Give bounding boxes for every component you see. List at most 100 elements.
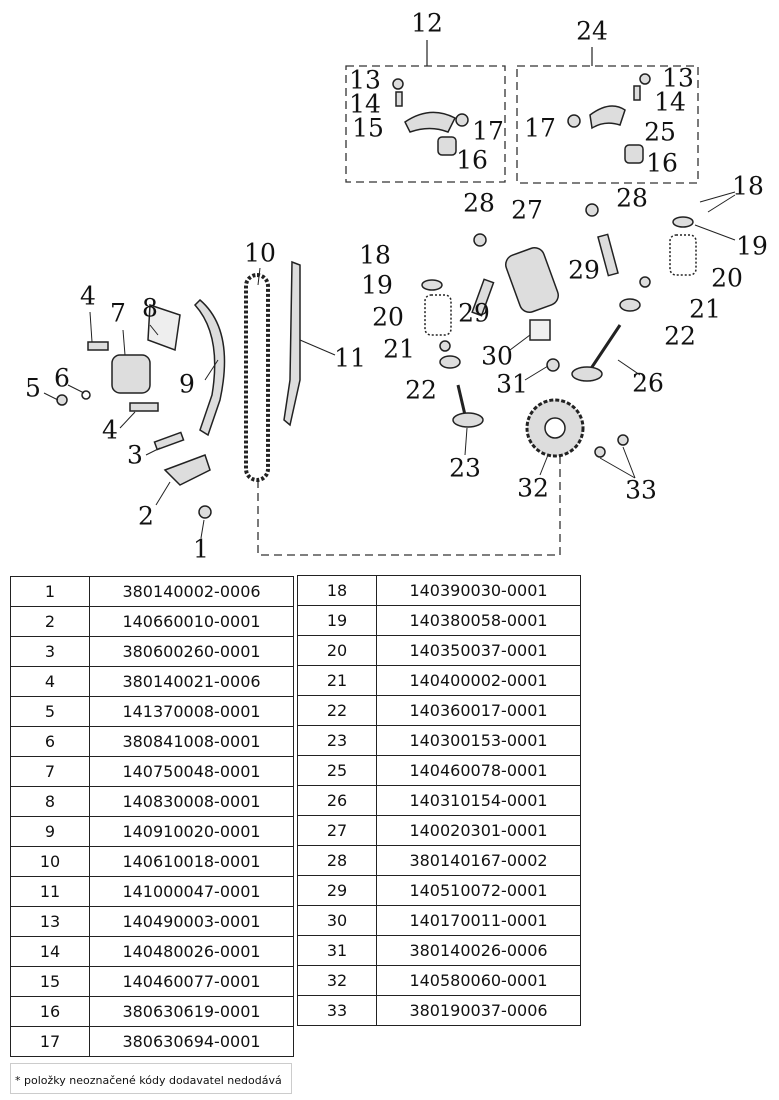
svg-text:29: 29 bbox=[458, 299, 490, 328]
svg-text:32: 32 bbox=[517, 474, 549, 503]
part-number: 30 bbox=[297, 905, 377, 936]
part-code: 140350037-0001 bbox=[376, 635, 581, 666]
part-number: 23 bbox=[297, 725, 377, 756]
camshaft bbox=[505, 247, 559, 313]
svg-text:31: 31 bbox=[496, 370, 528, 399]
part-code: 140910020-0001 bbox=[89, 816, 294, 847]
part-drawings bbox=[56, 73, 697, 519]
svg-text:33: 33 bbox=[625, 476, 657, 505]
part-number: 13 bbox=[10, 906, 90, 937]
part-number: 1 bbox=[10, 576, 90, 607]
svg-text:12: 12 bbox=[411, 9, 443, 38]
dashed-group-lines bbox=[257, 40, 699, 556]
part-number: 5 bbox=[10, 696, 90, 727]
bolt bbox=[129, 402, 159, 412]
svg-text:2: 2 bbox=[138, 502, 154, 531]
svg-text:14: 14 bbox=[349, 90, 381, 119]
part-code: 140460078-0001 bbox=[376, 755, 581, 786]
part-code: 140170011-0001 bbox=[376, 905, 581, 936]
svg-text:22: 22 bbox=[664, 322, 696, 351]
svg-text:10: 10 bbox=[244, 239, 276, 268]
part-code: 380140021-0006 bbox=[89, 666, 294, 697]
bolt bbox=[87, 341, 109, 351]
part-code: 380140167-0002 bbox=[376, 845, 581, 876]
svg-text:16: 16 bbox=[456, 146, 488, 175]
part-number: 21 bbox=[297, 665, 377, 696]
rocker-arm bbox=[589, 105, 626, 130]
part-number: 6 bbox=[10, 726, 90, 757]
svg-text:5: 5 bbox=[25, 374, 41, 403]
part-number: 2 bbox=[10, 606, 90, 637]
part-code: 380140002-0006 bbox=[89, 576, 294, 607]
part-number: 27 bbox=[297, 815, 377, 846]
part-number: 11 bbox=[10, 876, 90, 907]
svg-text:20: 20 bbox=[372, 303, 404, 332]
svg-text:24: 24 bbox=[576, 17, 608, 46]
part-code: 140750048-0001 bbox=[89, 756, 294, 787]
svg-text:21: 21 bbox=[383, 335, 415, 364]
part-number: 17 bbox=[10, 1026, 90, 1057]
svg-text:14: 14 bbox=[654, 88, 686, 117]
svg-text:25: 25 bbox=[644, 118, 676, 147]
part-code: 140490003-0001 bbox=[89, 906, 294, 937]
part-code: 141000047-0001 bbox=[89, 876, 294, 907]
part-number: 32 bbox=[297, 965, 377, 996]
part-code: 380630619-0001 bbox=[89, 996, 294, 1027]
part-number: 28 bbox=[297, 845, 377, 876]
gasket bbox=[147, 303, 181, 352]
part-code: 140460077-0001 bbox=[89, 966, 294, 997]
bracket bbox=[163, 454, 211, 486]
pin bbox=[153, 431, 185, 451]
svg-text:1: 1 bbox=[193, 535, 209, 564]
svg-text:22: 22 bbox=[405, 376, 437, 405]
footnote: * položky neoznačené kódy dodavatel nedo… bbox=[10, 1063, 292, 1094]
svg-text:9: 9 bbox=[179, 370, 195, 399]
part-code: 380190037-0006 bbox=[376, 995, 581, 1026]
part-number: 15 bbox=[10, 966, 90, 997]
svg-text:6: 6 bbox=[54, 364, 70, 393]
part-number: 31 bbox=[297, 935, 377, 966]
part-number: 25 bbox=[297, 755, 377, 786]
svg-text:4: 4 bbox=[102, 416, 118, 445]
svg-text:4: 4 bbox=[80, 282, 96, 311]
part-code: 140830008-0001 bbox=[89, 786, 294, 817]
part-number: 33 bbox=[297, 995, 377, 1026]
part-code: 380841008-0001 bbox=[89, 726, 294, 757]
svg-text:21: 21 bbox=[689, 295, 721, 324]
part-number: 16 bbox=[10, 996, 90, 1027]
svg-text:26: 26 bbox=[632, 369, 664, 398]
svg-text:20: 20 bbox=[711, 264, 743, 293]
leader-lines bbox=[43, 191, 736, 539]
part-code: 140580060-0001 bbox=[376, 965, 581, 996]
part-number: 20 bbox=[297, 635, 377, 666]
part-number: 3 bbox=[10, 636, 90, 667]
chain-guide bbox=[283, 260, 301, 427]
svg-text:29: 29 bbox=[568, 256, 600, 285]
part-code: 140480026-0001 bbox=[89, 936, 294, 967]
part-code: 140660010-0001 bbox=[89, 606, 294, 637]
svg-text:30: 30 bbox=[481, 342, 513, 371]
svg-text:28: 28 bbox=[616, 184, 648, 213]
svg-text:11: 11 bbox=[334, 344, 366, 373]
part-code: 140400002-0001 bbox=[376, 665, 581, 696]
part-number: 8 bbox=[10, 786, 90, 817]
part-code: 140390030-0001 bbox=[376, 575, 581, 606]
